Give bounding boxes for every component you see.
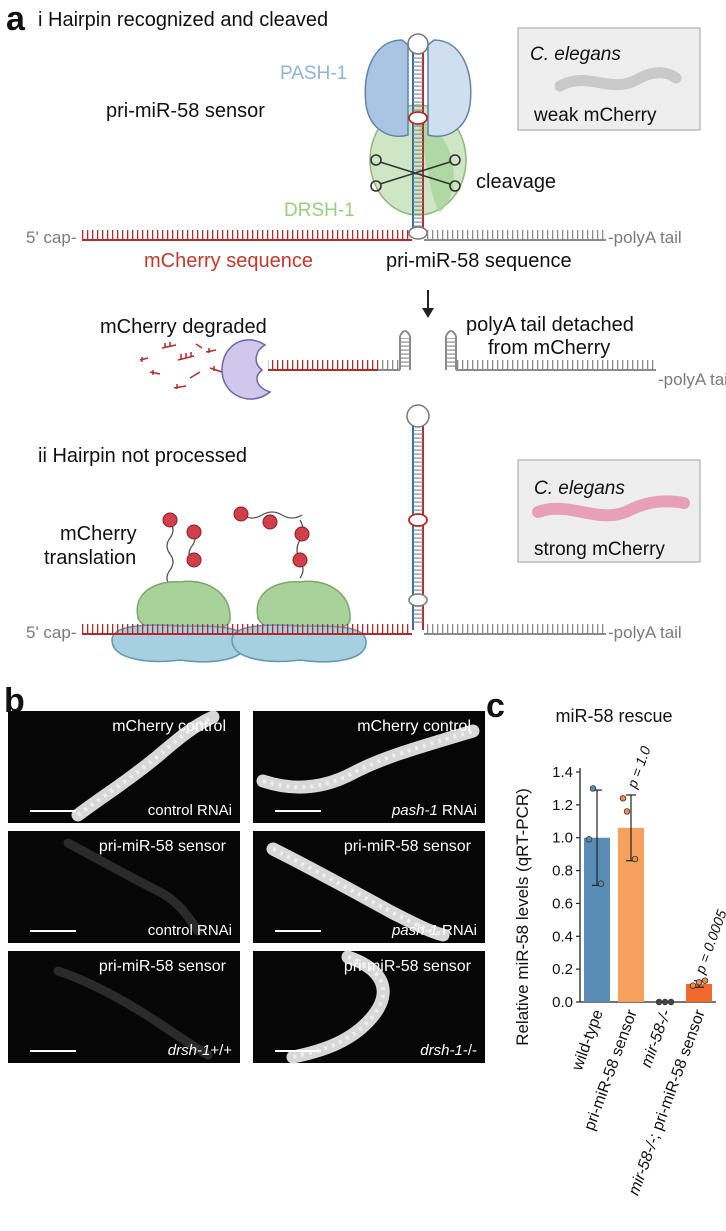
- data-point: [667, 998, 675, 1006]
- peptide-chains: [162, 506, 310, 587]
- data-point: [585, 836, 593, 843]
- rna-strand-top: [82, 230, 606, 241]
- worm-texture: [76, 715, 214, 817]
- micrograph-bg: [253, 831, 485, 943]
- micrograph-bg: [8, 951, 240, 1063]
- data-point: [589, 785, 597, 792]
- cap-label-bottom: 5' cap-: [26, 623, 77, 642]
- p-value-label: p = 0.0005: [691, 907, 726, 976]
- data-point: [661, 998, 669, 1006]
- y-tick-label: 0.8: [552, 863, 573, 880]
- exonuclease-icon: [221, 339, 272, 400]
- y-tick-label: 0.0: [552, 994, 573, 1011]
- y-tick-label: 1.0: [552, 830, 573, 847]
- micrograph-bottom-label: control RNAi: [148, 922, 232, 939]
- y-axis-label: Relative miR-58 levels (qRT-PCR): [513, 788, 532, 1046]
- worm-image: [63, 838, 203, 936]
- micrograph-top-label: pri-miR-58 sensor: [344, 838, 472, 855]
- micrograph-top-label: mCherry control: [357, 718, 471, 735]
- micrograph-bottom-label: pash-1 RNAi: [391, 922, 477, 939]
- micrograph-top-label: mCherry control: [112, 718, 226, 735]
- y-tick-label: 1.4: [552, 764, 573, 781]
- section-ii-title: ii Hairpin not processed: [38, 445, 247, 467]
- micrograph-bottom-label: pash-1 RNAi: [391, 802, 477, 819]
- microprocessor-complex: [364, 33, 472, 240]
- y-tick-label: 0.2: [552, 961, 573, 978]
- panel-a-letter: a: [6, 0, 26, 38]
- panel-b-letter: b: [4, 682, 25, 720]
- detached-label-2: from mCherry: [488, 337, 610, 359]
- micrograph-5: pri-miR-58 sensor drsh-1+/+: [8, 951, 240, 1063]
- data-point: [631, 855, 639, 863]
- section-i-title: i Hairpin recognized and cleaved: [38, 9, 328, 31]
- micrograph-3: pri-miR-58 sensor control RNAi: [8, 831, 240, 943]
- x-tick-label: wild-type: [569, 1007, 607, 1073]
- micrograph-2: mCherry control pash-1 RNAi: [253, 711, 485, 823]
- translation-label-1: mCherry: [60, 523, 137, 545]
- worm-box-strong-caption: strong mCherry: [534, 539, 665, 560]
- data-point: [689, 982, 697, 989]
- drsh-label: DRSH-1: [284, 200, 355, 221]
- rna-strand-cleaved: [268, 330, 656, 371]
- micrograph-6: pri-miR-58 sensor drsh-1-/-: [253, 950, 485, 1064]
- rna-strand-bottom: [82, 624, 606, 635]
- worm-texture: [272, 847, 444, 937]
- ribosome-2: [231, 580, 367, 663]
- translation-label-2: translation: [44, 547, 136, 569]
- y-tick-label: 0.4: [552, 928, 573, 945]
- primir-seq-label: pri-miR-58 sequence: [386, 250, 572, 272]
- micrograph-top-label: pri-miR-58 sensor: [99, 958, 227, 975]
- polya-label-mid: -polyA tail: [658, 370, 726, 389]
- down-arrow-icon: [422, 290, 434, 318]
- data-point: [619, 795, 627, 802]
- micrograph-bottom-label: drsh-1+/+: [168, 1042, 232, 1059]
- polya-label-top: -polyA tail: [608, 228, 682, 247]
- cap-label-top: 5' cap-: [26, 228, 77, 247]
- degraded-label: mCherry degraded: [100, 316, 267, 338]
- micrograph-bottom-label: drsh-1-/-: [420, 1042, 477, 1059]
- p-value-label: p = 1.0: [623, 744, 653, 791]
- polya-label-bottom: -polyA tail: [608, 623, 682, 642]
- worm-box-strong: C. elegans strong mCherry: [517, 459, 701, 563]
- worm-box-weak-species: C. elegans: [530, 44, 621, 65]
- cleavage-label: cleavage: [476, 171, 556, 193]
- sensor-label: pri-miR-58 sensor: [106, 100, 265, 122]
- worm-box-weak-caption: weak mCherry: [533, 105, 657, 126]
- worm-box-strong-species: C. elegans: [534, 478, 625, 499]
- mcherry-seq-label: mCherry sequence: [144, 250, 313, 272]
- data-point: [695, 979, 703, 986]
- micrograph-top-label: pri-miR-58 sensor: [99, 838, 227, 855]
- x-tick-label: mir-58-/-; pri-miR-58 sensor: [626, 1007, 709, 1198]
- x-tick-label: mir-58-/-: [638, 1008, 675, 1070]
- intact-hairpin: [406, 404, 430, 630]
- y-tick-label: 1.2: [552, 797, 573, 814]
- worm-image: [53, 966, 213, 1060]
- bar-chart: 0.0 0.2 0.4 0.6 0.8 1.0 1.2 1.4 wild-type p = 1.0…: [552, 744, 726, 1198]
- detached-label-1: polyA tail detached: [466, 314, 634, 336]
- micrograph-bottom-label: control RNAi: [148, 802, 232, 819]
- y-tick-label: 0.6: [552, 895, 573, 912]
- panel-c-letter: c: [486, 687, 505, 725]
- data-point: [623, 808, 631, 815]
- worm-image: [256, 724, 480, 794]
- worm-box-weak: C. elegans weak mCherry: [517, 27, 701, 131]
- rna-fragments: [139, 342, 235, 389]
- chart-title: miR-58 rescue: [555, 706, 672, 726]
- micrograph-top-label: pri-miR-58 sensor: [344, 958, 472, 975]
- data-point: [597, 880, 605, 887]
- micrograph-4: pri-miR-58 sensor pash-1 RNAi: [253, 831, 485, 943]
- data-point: [701, 977, 709, 984]
- data-point: [655, 998, 663, 1006]
- micrograph-1: mCherry control control RNAi: [8, 710, 240, 823]
- pash-label: PASH-1: [280, 63, 347, 84]
- micrograph-bg: [8, 831, 240, 943]
- ribosome-1: [111, 580, 247, 663]
